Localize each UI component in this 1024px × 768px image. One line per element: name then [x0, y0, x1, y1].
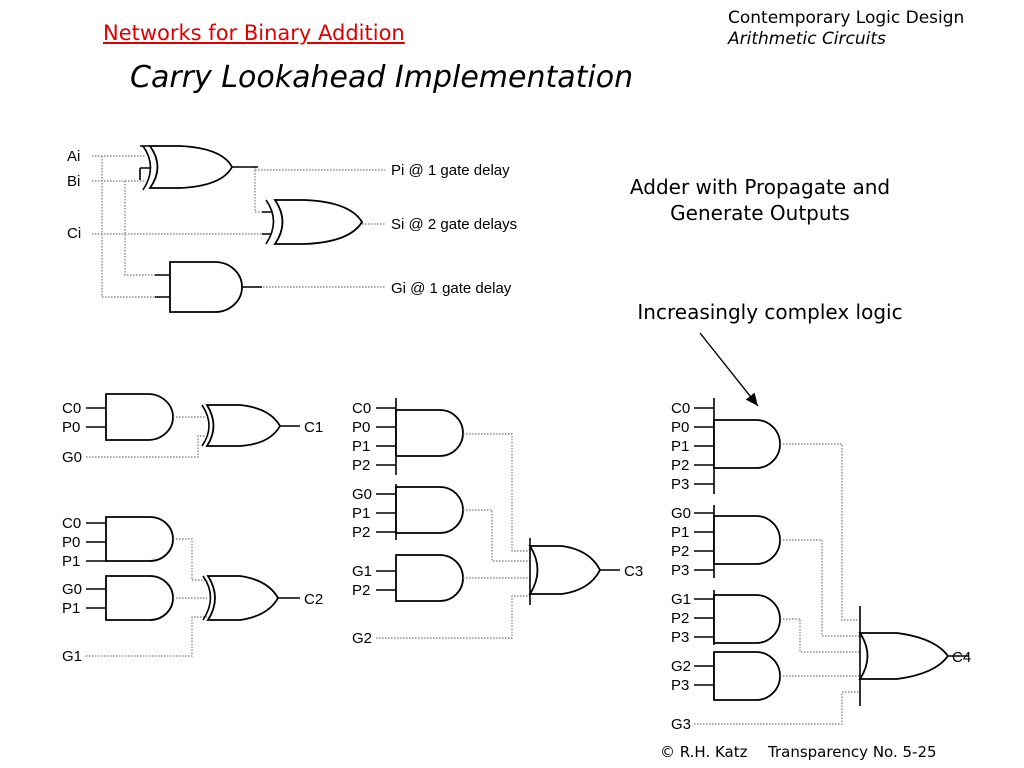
- c2-label-p1b: P1: [62, 600, 80, 617]
- c2-output-label: C2: [304, 591, 323, 608]
- c3-label-g0: G0: [352, 486, 372, 503]
- c4-label-g2: G2: [671, 658, 691, 675]
- c4-label-g0: G0: [671, 505, 691, 522]
- copyright: © R.H. Katz: [660, 743, 748, 761]
- c4-label-g1: G1: [671, 591, 691, 608]
- c3-output-label: C3: [624, 563, 643, 580]
- c4-label-p1b: P1: [671, 524, 689, 541]
- c1-label-c0: C0: [62, 400, 81, 417]
- c1-circuit: C0 P0 G0 C1: [62, 393, 323, 466]
- c3-label-p2: P2: [352, 457, 370, 474]
- c4-label-g3: G3: [671, 716, 691, 733]
- c2-label-c0: C0: [62, 515, 81, 532]
- c4-label-p1: P1: [671, 438, 689, 455]
- input-label-ci: Ci: [67, 225, 81, 242]
- transparency-number: Transparency No. 5-25: [768, 743, 937, 761]
- c4-label-p2b: P2: [671, 543, 689, 560]
- book-title: Contemporary Logic Design: [728, 8, 965, 28]
- c4-label-p0: P0: [671, 419, 689, 436]
- c4-label-p3c: P3: [671, 629, 689, 646]
- c4-label-p3: P3: [671, 476, 689, 493]
- c3-label-g2: G2: [352, 630, 372, 647]
- c4-label-p2: P2: [671, 457, 689, 474]
- c4-label-p3d: P3: [671, 677, 689, 694]
- adder-note-line2: Generate Outputs: [670, 201, 850, 225]
- c1-label-p0: P0: [62, 419, 80, 436]
- c4-label-p3b: P3: [671, 562, 689, 579]
- xor-gate-s: [262, 199, 364, 245]
- c3-circuit: C0 P0 P1 P2 G0 P1 P2 G1 P2 G2 C3: [352, 398, 643, 647]
- c2-circuit: C0 P0 P1 G0 P1 G1 C2: [62, 515, 323, 665]
- output-label-si: Si @ 2 gate delays: [391, 216, 517, 233]
- output-label-gi: Gi @ 1 gate delay: [391, 280, 512, 297]
- xor-gate-p: [139, 145, 258, 191]
- c4-label-c0: C0: [671, 400, 690, 417]
- c3-label-p0: P0: [352, 419, 370, 436]
- c2-label-g1: G1: [62, 648, 82, 665]
- c3-label-g1: G1: [352, 563, 372, 580]
- adder-note-line1: Adder with Propagate and: [629, 175, 891, 199]
- c2-label-p0: P0: [62, 534, 80, 551]
- c3-label-p1b: P1: [352, 505, 370, 522]
- c4-label-p2c: P2: [671, 610, 689, 627]
- c3-label-p1: P1: [352, 438, 370, 455]
- adder-note: Adder with Propagate and Generate Output…: [580, 174, 940, 226]
- slide-title: Carry Lookahead Implementation: [130, 60, 634, 95]
- c4-output-label: C4: [952, 649, 971, 666]
- c3-label-c0: C0: [352, 400, 371, 417]
- c2-label-g0: G0: [62, 581, 82, 598]
- c3-label-p2b: P2: [352, 524, 370, 541]
- complexity-note: Increasingly complex logic: [637, 300, 903, 324]
- input-label-ai: Ai: [67, 148, 80, 165]
- output-label-pi: Pi @ 1 gate delay: [391, 162, 510, 179]
- input-label-bi: Bi: [67, 173, 80, 190]
- adder-circuit: Ai Bi Ci: [67, 145, 517, 313]
- c1-output-label: C1: [304, 419, 323, 436]
- c3-label-p2c: P2: [352, 582, 370, 599]
- c2-label-p1: P1: [62, 553, 80, 570]
- c1-label-g0: G0: [62, 449, 82, 466]
- and-gate-g: [155, 261, 262, 313]
- c4-circuit: C0 P0 P1 P2 P3 G0 P1 P2 P3 G1 P2 P3 G2 P…: [671, 332, 971, 733]
- chapter-title: Arithmetic Circuits: [728, 29, 886, 49]
- section-link[interactable]: Networks for Binary Addition: [103, 21, 405, 45]
- complexity-arrow: [699, 332, 759, 407]
